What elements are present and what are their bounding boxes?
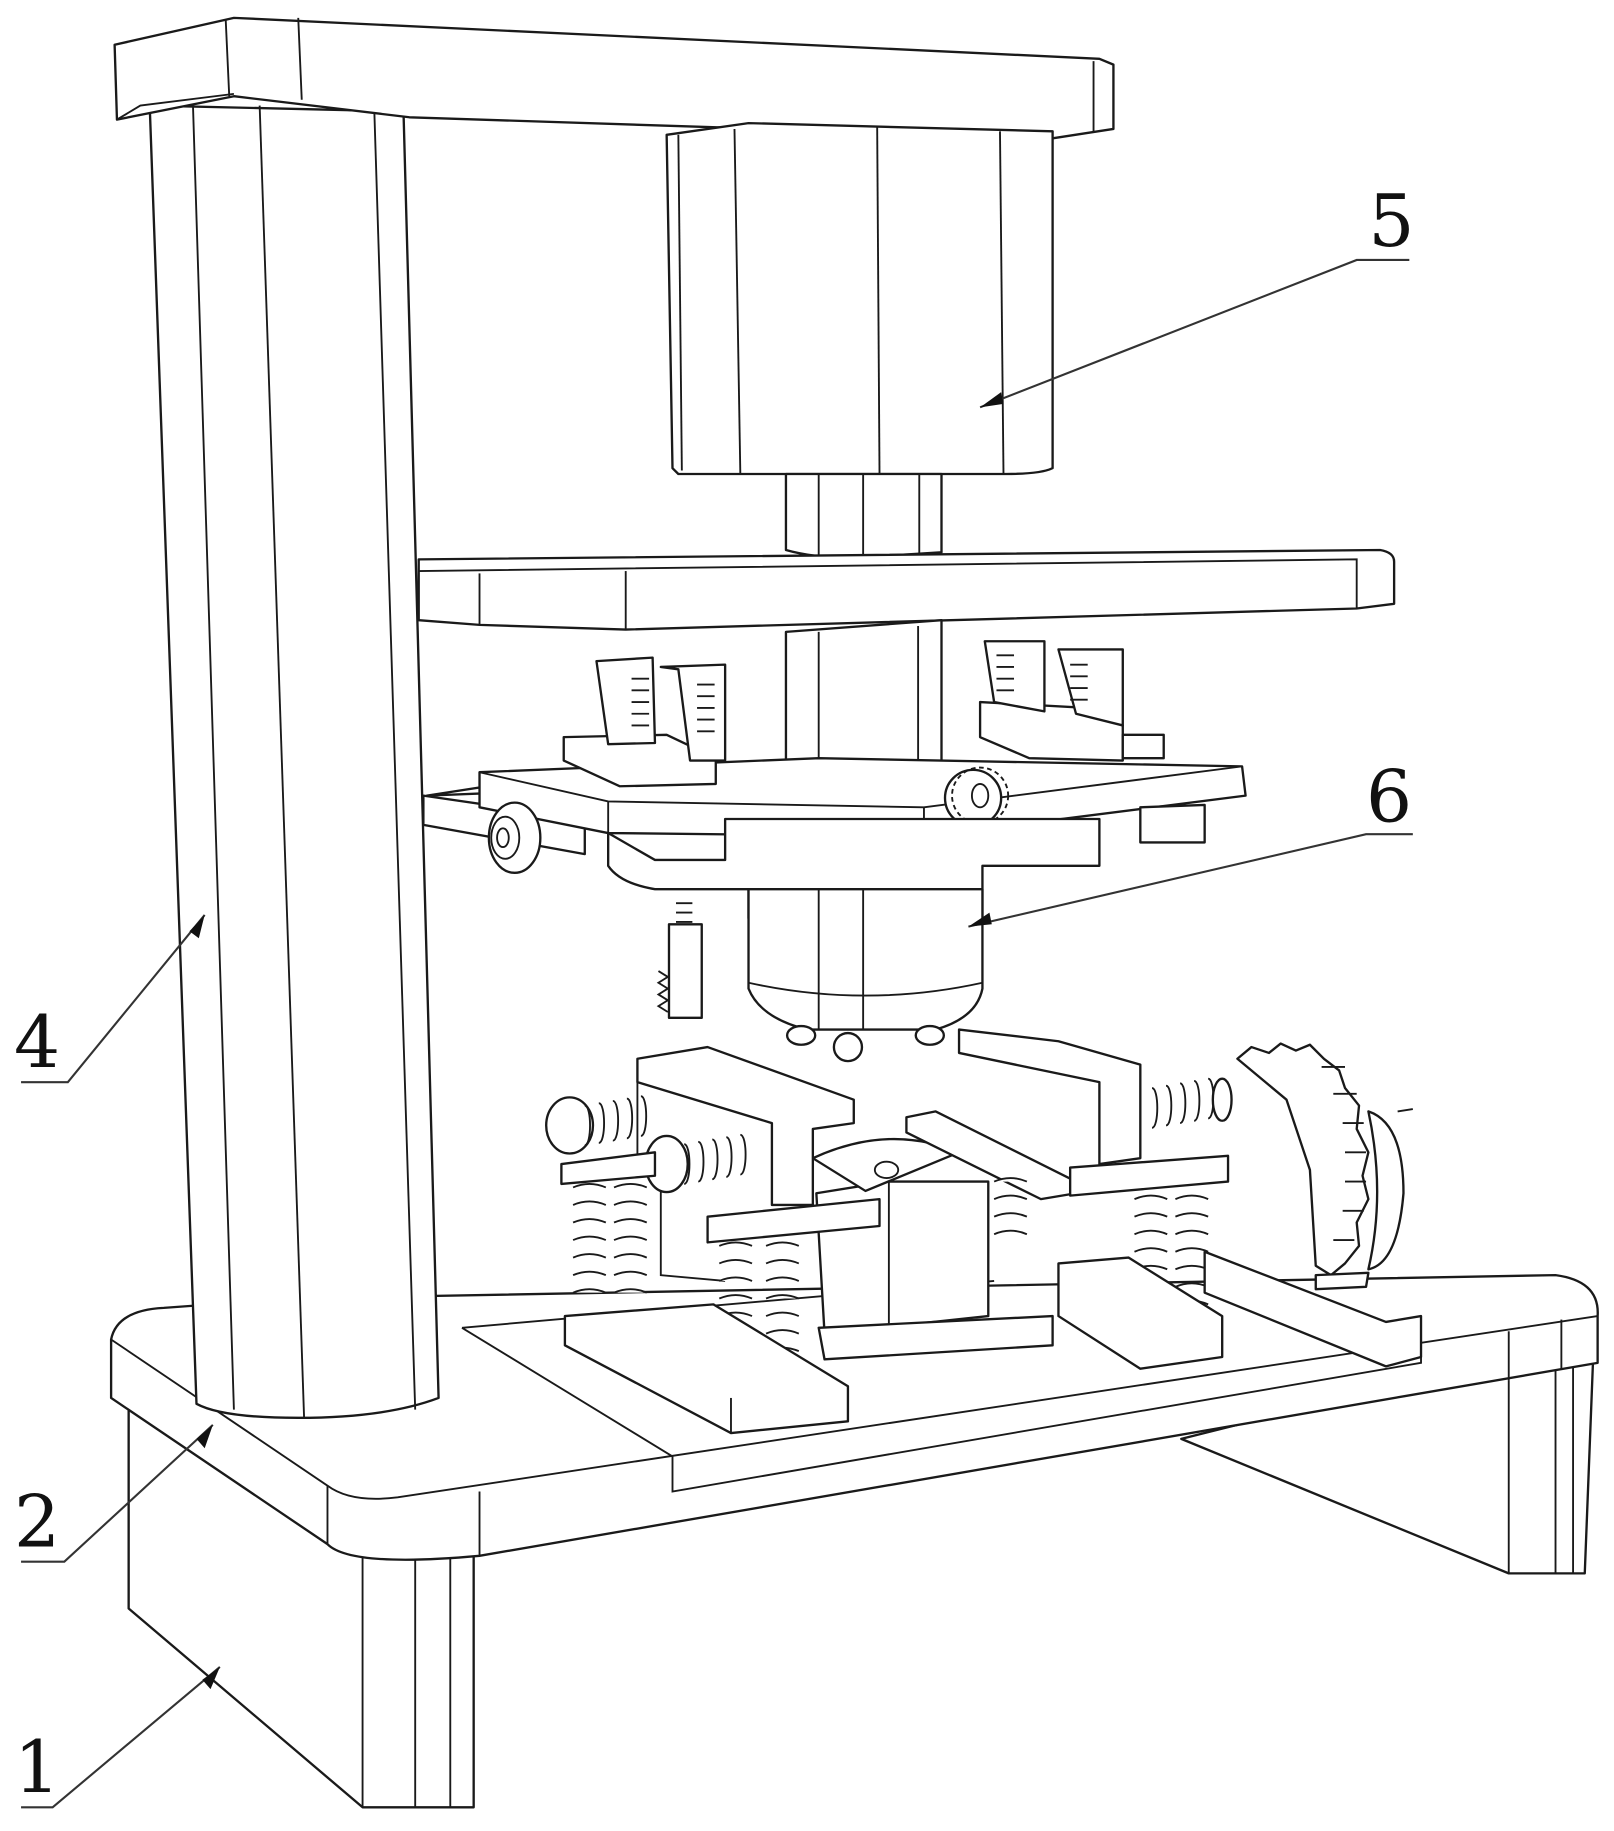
drive-gear: [1237, 1044, 1412, 1290]
callout-4: 4: [14, 915, 205, 1085]
drive-motor: [667, 123, 1053, 557]
callout-label-4: 4: [14, 1001, 60, 1085]
upper-right-clamp: [980, 641, 1164, 760]
vertical-column: [150, 106, 439, 1418]
lifting-assembly: [658, 889, 982, 1061]
callout-label-1: 1: [14, 1726, 60, 1810]
callout-label-2: 2: [14, 1480, 60, 1564]
upper-left-clamp: [564, 658, 725, 787]
callout-label-6: 6: [1366, 755, 1412, 839]
middle-plate: [419, 550, 1394, 766]
callout-label-5: 5: [1368, 180, 1414, 264]
horizontal-spring-right: [1152, 1079, 1232, 1128]
callout-1: 1: [14, 1667, 220, 1810]
